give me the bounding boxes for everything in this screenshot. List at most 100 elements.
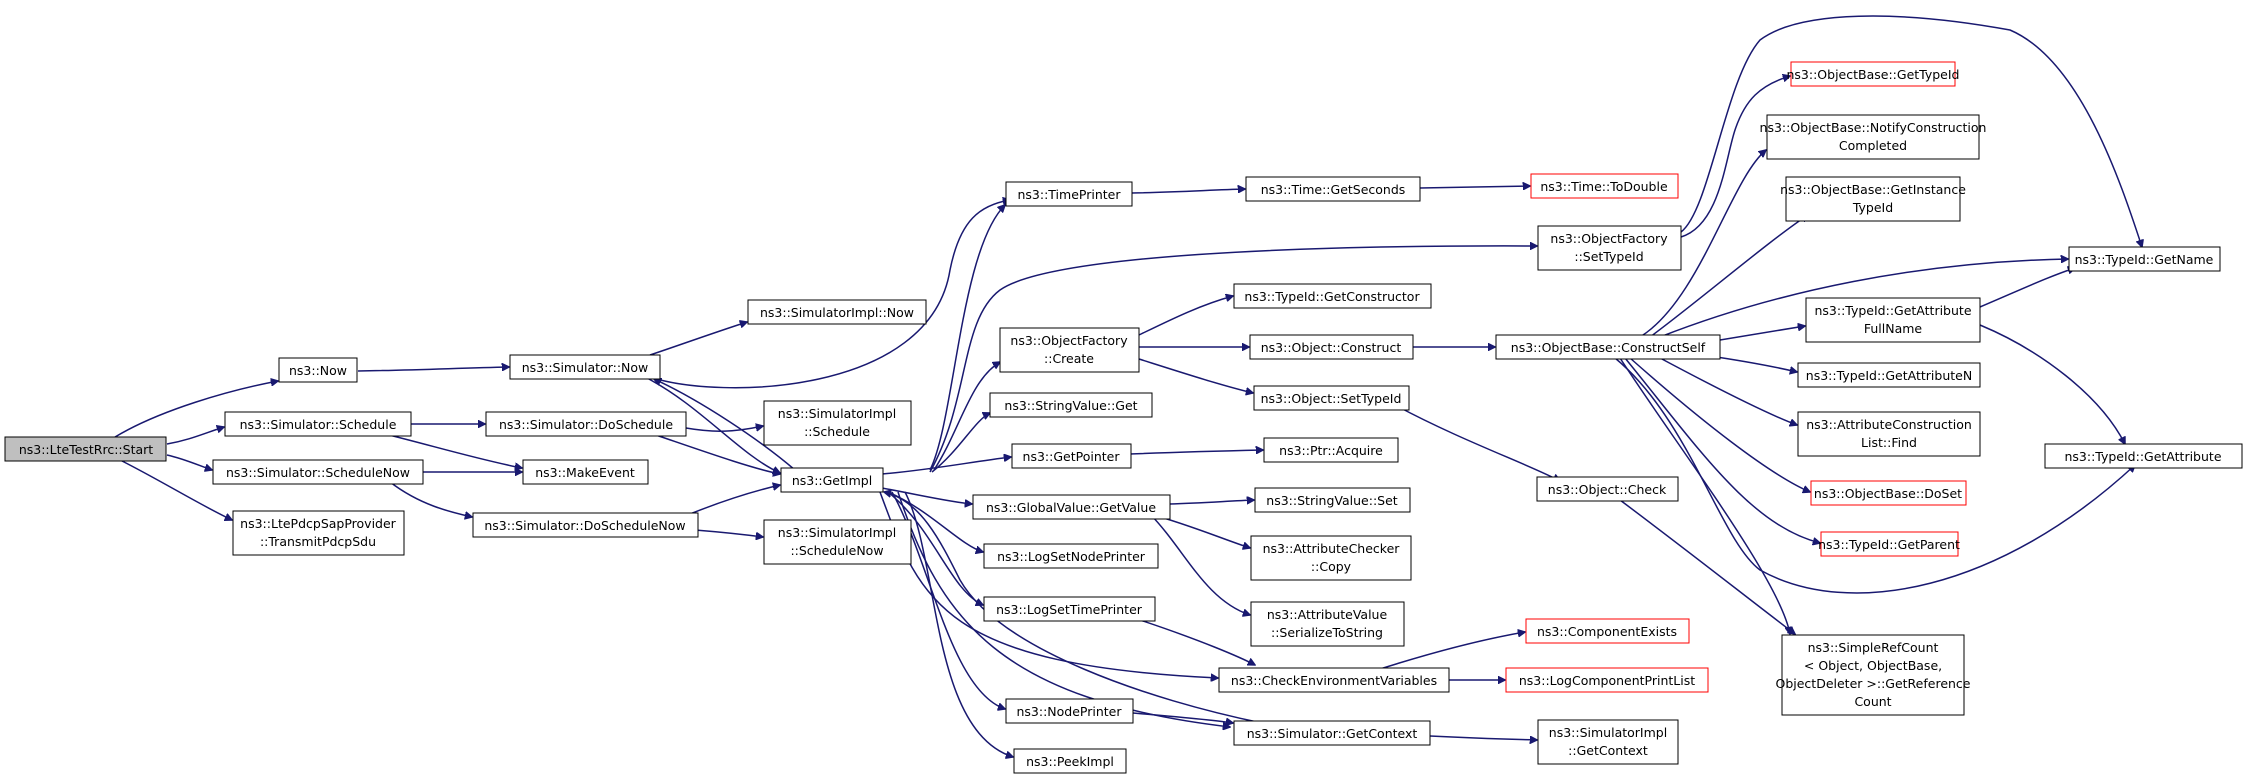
edge-getimpl-sim-getcontext [897, 491, 1230, 727]
node-simulator-doschedule[interactable]: ns3::Simulator::DoSchedule [485, 411, 687, 437]
node-label: ::Schedule [804, 424, 870, 439]
node-globalvalue-getvalue[interactable]: ns3::GlobalValue::GetValue [972, 494, 1171, 520]
edge-doschedulenow-getimpl [689, 485, 780, 515]
node-label: ns3::TypeId::GetParent [1818, 537, 1960, 552]
node-componentexists[interactable]: ns3::ComponentExists [1525, 618, 1690, 644]
edge-constructself-typeid-getparent [1624, 357, 1820, 543]
node-label: ns3::Simulator::ScheduleNow [226, 465, 410, 480]
node-label: ::GetContext [1568, 743, 1648, 758]
node-simplerefcount-getreferencecount[interactable]: ns3::SimpleRefCount < Object, ObjectBase… [1775, 634, 1971, 716]
node-label: ns3::ObjectFactory [1550, 231, 1668, 246]
node-make-event[interactable]: ns3::MakeEvent [522, 459, 649, 485]
node-label: ::Copy [1311, 559, 1352, 574]
edge-getimpl-gv-getvalue [881, 487, 972, 504]
node-time-getseconds[interactable]: ns3::Time::GetSeconds [1245, 176, 1421, 202]
node-typeid-getattribute[interactable]: ns3::TypeId::GetAttribute [2044, 443, 2243, 469]
node-attributevalue-serialize[interactable]: ns3::AttributeValue ::SerializeToString [1250, 601, 1405, 647]
edge-checkenv-componentexists [1379, 632, 1525, 670]
node-ptr-acquire[interactable]: ns3::Ptr::Acquire [1263, 437, 1399, 463]
edge-now-sim-now [357, 367, 509, 372]
node-simulator-schedulenow[interactable]: ns3::Simulator::ScheduleNow [212, 459, 424, 485]
node-simulator-doschedulenow[interactable]: ns3::Simulator::DoScheduleNow [472, 512, 699, 538]
node-now[interactable]: ns3::Now [278, 357, 358, 383]
node-nodeprinter[interactable]: ns3::NodePrinter [1005, 698, 1134, 724]
node-stringvalue-set[interactable]: ns3::StringValue::Set [1254, 487, 1411, 513]
node-label: ::SerializeToString [1271, 625, 1383, 640]
node-label: TypeId [1852, 200, 1893, 215]
edge-start-transmit [119, 459, 232, 520]
node-simulatorimpl-now[interactable]: ns3::SimulatorImpl::Now [747, 299, 927, 325]
edge-constructself-simplerefcount [1619, 357, 1790, 634]
node-simulatorimpl-schedule[interactable]: ns3::SimulatorImpl ::Schedule [763, 400, 912, 446]
node-label: ns3::MakeEvent [535, 465, 635, 480]
node-typeid-getattributen[interactable]: ns3::TypeId::GetAttributeN [1797, 362, 1981, 388]
node-label: ns3::TypeId::GetAttributeN [1806, 368, 1972, 383]
nodes: ns3::LteTestRrc::Start ns3::Now ns3::Sim… [4, 61, 2243, 774]
node-label: ::ScheduleNow [790, 543, 883, 558]
node-label: ns3::ComponentExists [1537, 624, 1677, 639]
node-typeid-getconstructor[interactable]: ns3::TypeId::GetConstructor [1233, 283, 1432, 309]
node-typeid-getparent[interactable]: ns3::TypeId::GetParent [1818, 531, 1960, 557]
edge-start-sim-schedule [166, 427, 224, 445]
edge-settypeid-check [1394, 404, 1560, 481]
node-label: ns3::ObjectBase::GetTypeId [1787, 67, 1960, 82]
node-objectbase-constructself[interactable]: ns3::ObjectBase::ConstructSelf [1495, 334, 1721, 360]
node-label: ns3::GetPointer [1023, 449, 1121, 464]
node-getimpl[interactable]: ns3::GetImpl [780, 467, 884, 493]
node-stringvalue-get[interactable]: ns3::StringValue::Get [989, 392, 1153, 418]
node-object-check[interactable]: ns3::Object::Check [1536, 476, 1679, 502]
node-logcomponentprintlist[interactable]: ns3::LogComponentPrintList [1505, 667, 1709, 693]
node-label: ns3::SimulatorImpl [1549, 725, 1667, 740]
edge-getimpl-peekimpl [904, 491, 1013, 757]
node-lte-test-rrc-start[interactable]: ns3::LteTestRrc::Start [4, 436, 167, 462]
node-attributechecker-copy[interactable]: ns3::AttributeChecker ::Copy [1250, 535, 1412, 581]
node-object-construct[interactable]: ns3::Object::Construct [1249, 334, 1414, 360]
node-label: ns3::Simulator::DoSchedule [499, 417, 673, 432]
edge-gv-getvalue-av-serialize [1149, 513, 1250, 615]
node-simulator-now[interactable]: ns3::Simulator::Now [509, 354, 661, 380]
node-objectbase-notifyconstructioncompleted[interactable]: ns3::ObjectBase::NotifyConstruction Comp… [1760, 114, 1987, 160]
node-checkenvironmentvariables[interactable]: ns3::CheckEnvironmentVariables [1218, 667, 1450, 693]
node-logsettimeprinter[interactable]: ns3::LogSetTimePrinter [983, 596, 1156, 622]
edge-sim-now-getimpl [644, 376, 780, 473]
node-objectbase-getinstancetypeid[interactable]: ns3::ObjectBase::GetInstance TypeId [1780, 176, 1966, 222]
edge-doschedulenow-impl-schedulenow [694, 529, 763, 537]
node-simulator-getcontext[interactable]: ns3::Simulator::GetContext [1233, 720, 1431, 746]
node-objectbase-gettypeid[interactable]: ns3::ObjectBase::GetTypeId [1787, 61, 1960, 87]
node-label: ns3::AttributeConstruction [1806, 417, 1972, 432]
node-objectfactory-settypeid[interactable]: ns3::ObjectFactory ::SetTypeId [1537, 225, 1682, 271]
node-object-settypeid[interactable]: ns3::Object::SetTypeId [1253, 385, 1410, 411]
edge-getimpl-of-create [933, 362, 1000, 471]
node-label: ns3::CheckEnvironmentVariables [1231, 673, 1437, 688]
node-timeprinter[interactable]: ns3::TimePrinter [1005, 181, 1133, 207]
node-label: ns3::TypeId::GetAttribute [2064, 449, 2221, 464]
node-simulatorimpl-schedulenow[interactable]: ns3::SimulatorImpl ::ScheduleNow [763, 519, 912, 565]
node-label: ns3::TypeId::GetConstructor [1244, 289, 1420, 304]
node-label: FullName [1864, 321, 1923, 336]
node-label: ns3::Now [289, 363, 347, 378]
node-typeid-getname[interactable]: ns3::TypeId::GetName [2068, 246, 2221, 272]
edge-timeprinter-getseconds [1131, 189, 1245, 194]
edge-check-simplerefcount [1619, 499, 1795, 634]
node-attributeconstructionlist-find[interactable]: ns3::AttributeConstruction List::Find [1797, 411, 1981, 457]
node-label: ns3::GetImpl [792, 473, 872, 488]
node-transmit-pdcp-sdu[interactable]: ns3::LtePdcpSapProvider ::TransmitPdcpSd… [232, 510, 405, 556]
node-time-todouble[interactable]: ns3::Time::ToDouble [1530, 173, 1679, 199]
node-peekimpl[interactable]: ns3::PeekImpl [1013, 748, 1127, 774]
edge-of-create-getconstructor [1138, 296, 1233, 336]
node-getpointer[interactable]: ns3::GetPointer [1011, 443, 1132, 469]
edge-getimpl-sim-now [654, 379, 796, 471]
node-logsetnodeprinter[interactable]: ns3::LogSetNodePrinter [983, 543, 1159, 569]
node-simulator-schedule[interactable]: ns3::Simulator::Schedule [224, 411, 412, 437]
edge-nodeprinter-getcontext [1132, 712, 1233, 723]
edge-getcontext-impl-getcontext [1429, 735, 1537, 740]
node-typeid-getattributefullname[interactable]: ns3::TypeId::GetAttribute FullName [1805, 297, 1981, 343]
node-label: ::SetTypeId [1574, 249, 1643, 264]
node-simulatorimpl-getcontext[interactable]: ns3::SimulatorImpl ::GetContext [1537, 719, 1679, 765]
node-objectfactory-create[interactable]: ns3::ObjectFactory ::Create [999, 327, 1140, 373]
node-label: ns3::TypeId::GetAttribute [1814, 303, 1971, 318]
node-label: ns3::Object::SetTypeId [1261, 391, 1402, 406]
node-objectbase-doset[interactable]: ns3::ObjectBase::DoSet [1810, 480, 1967, 506]
node-label: ns3::StringValue::Get [1004, 398, 1137, 413]
